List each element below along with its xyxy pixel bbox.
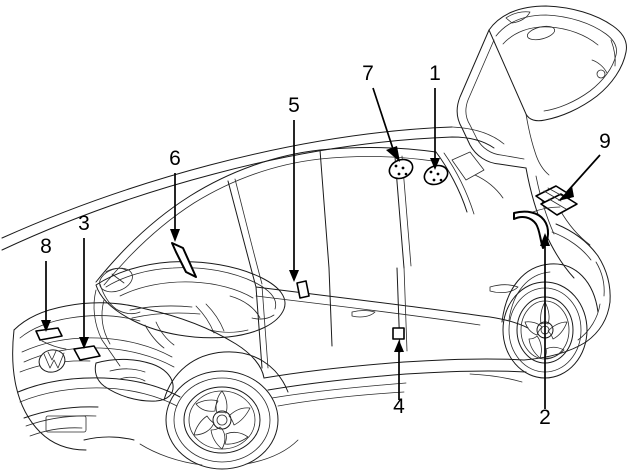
- roof-and-upper-body: [1, 126, 505, 251]
- small-module-grille: [73, 345, 101, 361]
- callout-number-9: 9: [599, 130, 611, 153]
- leader-3: [79, 238, 89, 349]
- callout-number-7: 7: [362, 62, 374, 85]
- leader-5: [289, 120, 299, 282]
- callout-number-4: 4: [393, 395, 405, 418]
- leader-6: [170, 173, 180, 242]
- strip-module-bumper: [35, 327, 67, 350]
- callout-target-parts: [35, 158, 578, 361]
- oval-connector-right: [423, 164, 449, 186]
- callout-number-3: 3: [78, 212, 90, 235]
- leader-2: [540, 233, 550, 409]
- callout-number-2: 2: [539, 406, 551, 429]
- callout-leaders: [41, 87, 601, 409]
- callout-number-5: 5: [288, 94, 300, 117]
- rear-hatch: [456, 5, 627, 176]
- leader-7: [372, 87, 400, 162]
- square-sensor-b-pillar: [392, 327, 405, 340]
- side-body: [145, 167, 611, 399]
- rect-sensor-a-pillar: [296, 280, 310, 299]
- hood-open: [95, 261, 286, 339]
- callout-number-1: 1: [429, 62, 441, 85]
- callout-numbers: 1 2 3 4 5 6 7 8 9: [40, 62, 611, 429]
- leader-1: [430, 88, 440, 170]
- callout-number-8: 8: [40, 235, 52, 258]
- front-end: [12, 302, 181, 451]
- oval-connector-left: [388, 158, 414, 180]
- callout-number-6: 6: [169, 147, 181, 170]
- vw-badge: [38, 349, 66, 373]
- hook-shaped-part: [513, 210, 549, 249]
- front-wheel: [163, 351, 289, 470]
- leader-4: [394, 340, 404, 400]
- leader-8: [41, 261, 51, 332]
- leader-9: [558, 154, 601, 201]
- wedge-part-cowl: [171, 242, 197, 278]
- underbody-details: [139, 373, 523, 466]
